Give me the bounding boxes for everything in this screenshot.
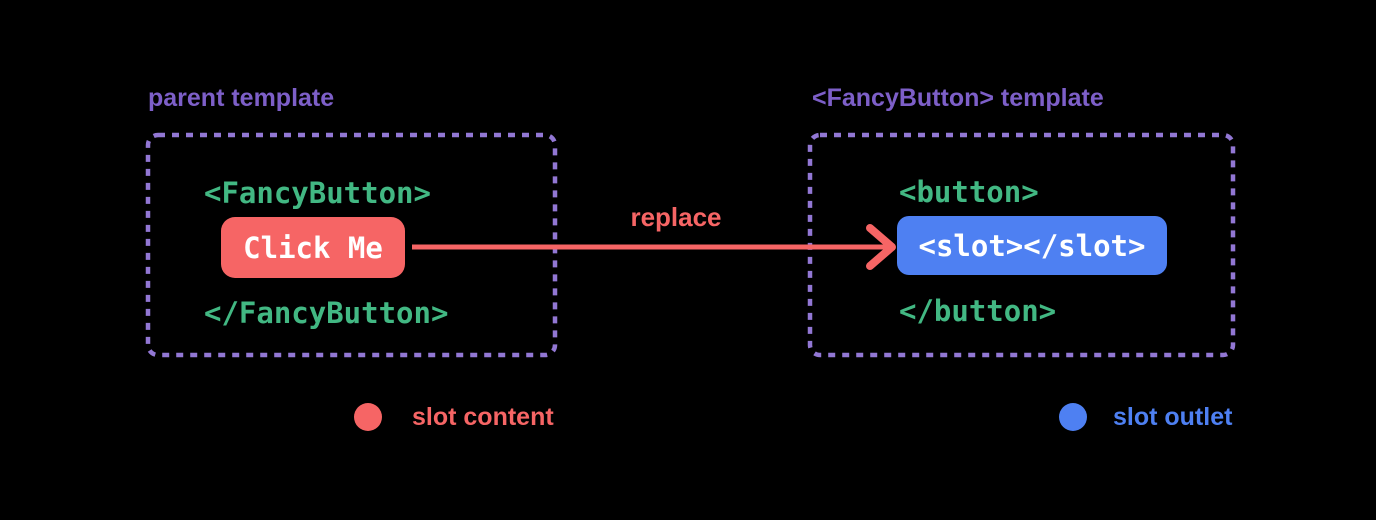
parent-template-label: parent template (148, 84, 335, 112)
slot-outlet-label: slot outlet (1113, 402, 1233, 431)
button-close-tag: </button> (899, 294, 1057, 328)
click-me-button: Click Me (221, 217, 405, 278)
slot-content-label: slot content (412, 402, 554, 431)
slot-content-dot-icon (354, 403, 382, 431)
replace-label: replace (630, 202, 722, 232)
slot-outlet-dot-icon (1059, 403, 1087, 431)
legend-slot-outlet: slot outlet (1059, 402, 1232, 432)
fancybutton-open-tag: <FancyButton> (204, 176, 431, 210)
slot-outlet-box: <slot></slot> (897, 216, 1167, 275)
legend-slot-content: slot content (354, 402, 554, 432)
parent-template-box (145, 132, 558, 358)
fancybutton-close-tag: </FancyButton> (204, 296, 449, 330)
button-open-tag: <button> (899, 175, 1039, 209)
replace-arrow-head (866, 224, 896, 270)
fancybutton-template-label: <FancyButton> template (812, 84, 1104, 112)
